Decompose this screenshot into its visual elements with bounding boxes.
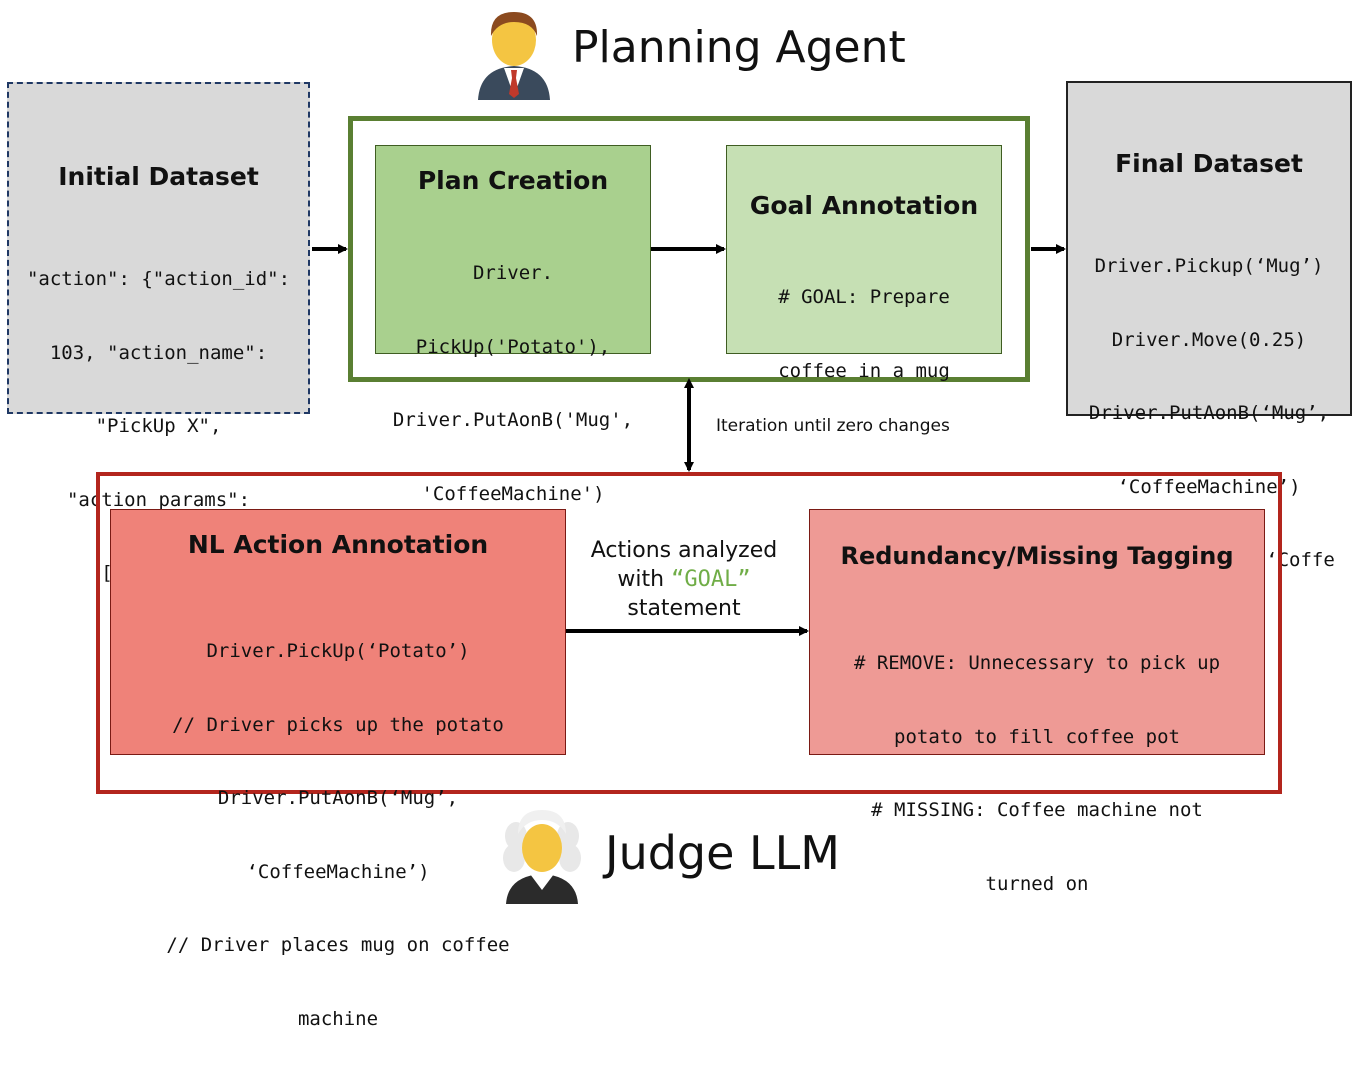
plan-creation-box: Plan Creation Driver. PickUp('Potato'), … <box>375 145 651 505</box>
code-line: "action_params": <box>66 488 251 511</box>
code-line: Driver.PutAonB(‘Mug’, <box>217 787 459 809</box>
code-line: ‘CoffeeMachine’) <box>1117 475 1301 498</box>
final-dataset-title: Final Dataset <box>1115 149 1303 178</box>
code-line: coffee in a mug <box>778 359 950 382</box>
goal-annotation-box: Goal Annotation # GOAL: Prepare coffee i… <box>726 145 1002 382</box>
redundancy-missing-box: Redundancy/Missing Tagging # REMOVE: Unn… <box>809 509 1265 895</box>
actions-analyzed-line1: Actions analyzed <box>590 538 778 563</box>
nl-action-annotation-code: Driver.PickUp(‘Potato’) // Driver picks … <box>111 590 565 1080</box>
actions-analyzed-with: with <box>617 567 672 592</box>
judge-icon <box>500 806 584 904</box>
final-dataset-box: Final Dataset Driver.Pickup(‘Mug’) Drive… <box>1066 81 1352 645</box>
code-line: machine <box>297 1007 379 1030</box>
code-line: Driver.PutAonB('Mug', <box>392 409 634 431</box>
code-line: turned on <box>985 872 1089 895</box>
judge-llm-frame <box>96 472 1282 794</box>
nl-action-annotation-box: NL Action Annotation Driver.PickUp(‘Pota… <box>110 509 566 1030</box>
code-line: Driver. <box>472 262 554 284</box>
code-line: # GOAL: Prepare <box>778 286 950 308</box>
redundancy-missing-title: Redundancy/Missing Tagging <box>840 542 1234 570</box>
code-line: Driver.Pickup(‘Mug’) <box>1094 255 1324 277</box>
code-line: # REMOVE: Unnecessary to pick up <box>853 652 1221 674</box>
code-line: 103, "action_name": <box>49 341 268 364</box>
code-line: // Driver picks up the potato <box>172 713 504 736</box>
actions-analyzed-line3: statement <box>627 596 741 621</box>
businessman-icon <box>474 6 554 100</box>
judge-llm-title: Judge LLM <box>605 826 840 880</box>
code-line: Driver.PutAonB(‘Mug’, <box>1088 402 1330 424</box>
code-line: // Driver places mug on coffee <box>166 934 510 956</box>
actions-analyzed-label: Actions analyzed with “GOAL” statement <box>566 536 802 623</box>
plan-creation-title: Plan Creation <box>417 166 609 195</box>
goal-keyword: “GOAL” <box>671 567 751 592</box>
actions-analyzed-line2: with “GOAL” <box>566 565 802 594</box>
code-line: "PickUp X", <box>95 415 222 437</box>
code-line: Driver.PickUp(‘Potato’) <box>206 640 470 662</box>
code-line: PickUp('Potato'), <box>415 335 611 358</box>
code-line: Driver.Move(0.25) <box>1111 328 1307 351</box>
code-line: ‘CoffeeMachine’) <box>246 860 430 883</box>
goal-annotation-title: Goal Annotation <box>749 191 979 220</box>
code-line: "action": {"action_id": <box>26 268 291 290</box>
initial-dataset-box: Initial Dataset "action": {"action_id": … <box>7 82 310 584</box>
plan-creation-code: Driver. PickUp('Potato'), Driver.PutAonB… <box>376 212 650 555</box>
iteration-label: Iteration until zero changes <box>716 416 950 436</box>
planning-agent-title: Planning Agent <box>572 22 906 73</box>
code-line: potato to fill coffee pot <box>894 725 1180 748</box>
code-line: 'CoffeeMachine') <box>421 482 605 505</box>
nl-action-annotation-title: NL Action Annotation <box>187 530 489 559</box>
initial-dataset-title: Initial Dataset <box>58 162 259 191</box>
connector-arrows <box>312 244 1066 636</box>
code-line: # MISSING: Coffee machine not <box>871 799 1203 821</box>
goal-annotation-code: # GOAL: Prepare coffee in a mug <box>727 236 1001 432</box>
redundancy-missing-code: # REMOVE: Unnecessary to pick up potato … <box>810 602 1264 945</box>
